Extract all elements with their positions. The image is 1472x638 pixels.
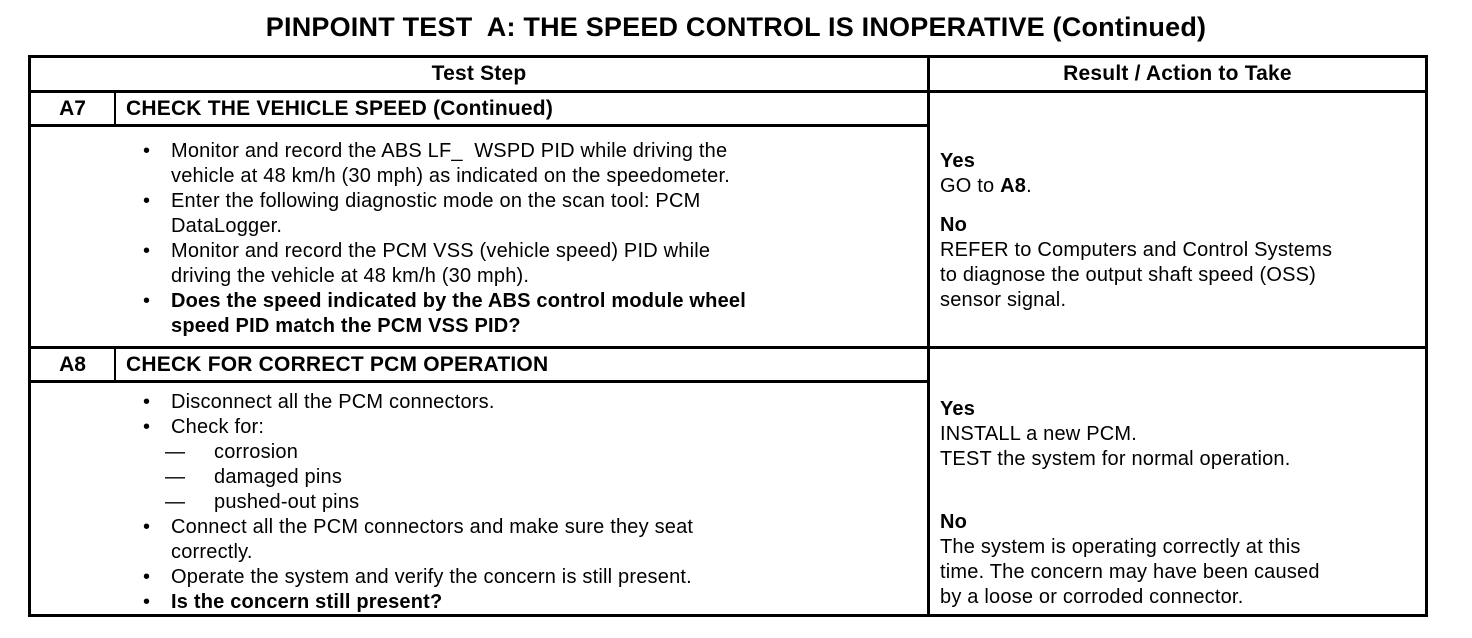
step-reference: A8 xyxy=(1000,175,1027,197)
bullet-icon: • xyxy=(143,416,151,438)
yes-action: GO to A8. xyxy=(940,174,1419,199)
step-id-a8: A8 xyxy=(31,349,116,380)
bullet-text: Disconnect all the PCM connectors. xyxy=(171,391,495,413)
bullet-text: Enter the following diagnostic mode on t… xyxy=(171,190,701,237)
dash-icon: — xyxy=(165,441,186,463)
pinpoint-test-table: Test Step Result / Action to Take A7 CHE… xyxy=(28,55,1428,617)
bullet-icon: • xyxy=(143,190,151,212)
bullet-icon: • xyxy=(143,140,151,162)
no-block: No REFER to Computers and Control System… xyxy=(940,213,1419,313)
dash-icon: — xyxy=(165,466,186,488)
yes-action: INSTALL a new PCM. TEST the system for n… xyxy=(940,423,1291,470)
step-header-a8: A8 CHECK FOR CORRECT PCM OPERATION xyxy=(31,349,927,383)
column-header-test-step: Test Step xyxy=(31,58,930,90)
result-cell-a7: Yes GO to A8. No REFER to Computers and … xyxy=(930,93,1425,346)
no-action: The system is operating correctly at thi… xyxy=(940,536,1320,608)
table-row-step-a8: A8 CHECK FOR CORRECT PCM OPERATION • Dis… xyxy=(31,346,1425,615)
question-bullet-item: • Does the speed indicated by the ABS co… xyxy=(143,289,927,339)
step-instructions-a7: • Monitor and record the ABS LF_ WSPD PI… xyxy=(31,127,927,339)
sub-item-text: damaged pins xyxy=(214,466,343,488)
no-block: No The system is operating correctly at … xyxy=(940,510,1419,610)
page-title: PINPOINT TEST A: THE SPEED CONTROL IS IN… xyxy=(265,12,1207,42)
bullet-text: Monitor and record the ABS LF_ WSPD PID … xyxy=(171,140,730,187)
dash-icon: — xyxy=(165,491,186,513)
dash-sub-item: — pushed-out pins xyxy=(165,490,927,515)
test-step-cell-a8: A8 CHECK FOR CORRECT PCM OPERATION • Dis… xyxy=(31,349,930,615)
step-id-a7: A7 xyxy=(31,93,116,124)
sub-item-text: pushed-out pins xyxy=(214,491,360,513)
bullet-text: Connect all the PCM connectors and make … xyxy=(171,516,694,563)
dash-sub-item: — damaged pins xyxy=(165,465,927,490)
bullet-item: • Connect all the PCM connectors and mak… xyxy=(143,515,927,565)
yes-action-prefix: GO to xyxy=(940,175,1001,197)
no-label: No xyxy=(940,511,968,533)
table-header-row: Test Step Result / Action to Take xyxy=(31,58,1425,93)
step-title-a7: CHECK THE VEHICLE SPEED (Continued) xyxy=(126,96,554,120)
bullet-text: Operate the system and verify the concer… xyxy=(171,566,692,588)
bullet-text: Monitor and record the PCM VSS (vehicle … xyxy=(171,240,711,287)
bullet-text: Check for: xyxy=(171,416,265,438)
bullet-icon: • xyxy=(143,566,151,588)
dash-sub-item: — corrosion xyxy=(165,440,927,465)
yes-label: Yes xyxy=(940,398,976,420)
yes-action-suffix: . xyxy=(1026,175,1032,197)
question-bullet-item: • Is the concern still present? xyxy=(143,590,927,615)
step-title-a8: CHECK FOR CORRECT PCM OPERATION xyxy=(126,352,549,376)
question-text: Does the speed indicated by the ABS cont… xyxy=(171,290,746,337)
bullet-icon: • xyxy=(143,391,151,413)
step-header-a7: A7 CHECK THE VEHICLE SPEED (Continued) xyxy=(31,93,927,127)
bullet-icon: • xyxy=(143,290,151,312)
bullet-item: • Monitor and record the ABS LF_ WSPD PI… xyxy=(143,139,927,189)
yes-block: Yes INSTALL a new PCM. TEST the system f… xyxy=(940,397,1419,472)
test-step-cell-a7: A7 CHECK THE VEHICLE SPEED (Continued) •… xyxy=(31,93,930,346)
yes-label: Yes xyxy=(940,150,976,172)
bullet-icon: • xyxy=(143,591,151,613)
table-row-step-a7: A7 CHECK THE VEHICLE SPEED (Continued) •… xyxy=(31,93,1425,346)
bullet-item: • Enter the following diagnostic mode on… xyxy=(143,189,927,239)
question-text: Is the concern still present? xyxy=(171,591,443,613)
yes-block: Yes GO to A8. xyxy=(940,149,1419,199)
bullet-item: • Monitor and record the PCM VSS (vehicl… xyxy=(143,239,927,289)
bullet-item: • Disconnect all the PCM connectors. xyxy=(143,390,927,415)
step-instructions-a8: • Disconnect all the PCM connectors. • C… xyxy=(31,383,927,615)
no-action: REFER to Computers and Control Systems t… xyxy=(940,239,1333,311)
bullet-item: • Operate the system and verify the conc… xyxy=(143,565,927,590)
column-header-result: Result / Action to Take xyxy=(1063,62,1292,85)
result-cell-a8: Yes INSTALL a new PCM. TEST the system f… xyxy=(930,349,1425,615)
bullet-icon: • xyxy=(143,516,151,538)
sub-item-text: corrosion xyxy=(214,441,299,463)
no-label: No xyxy=(940,214,968,236)
bullet-icon: • xyxy=(143,240,151,262)
bullet-item: • Check for: xyxy=(143,415,927,440)
